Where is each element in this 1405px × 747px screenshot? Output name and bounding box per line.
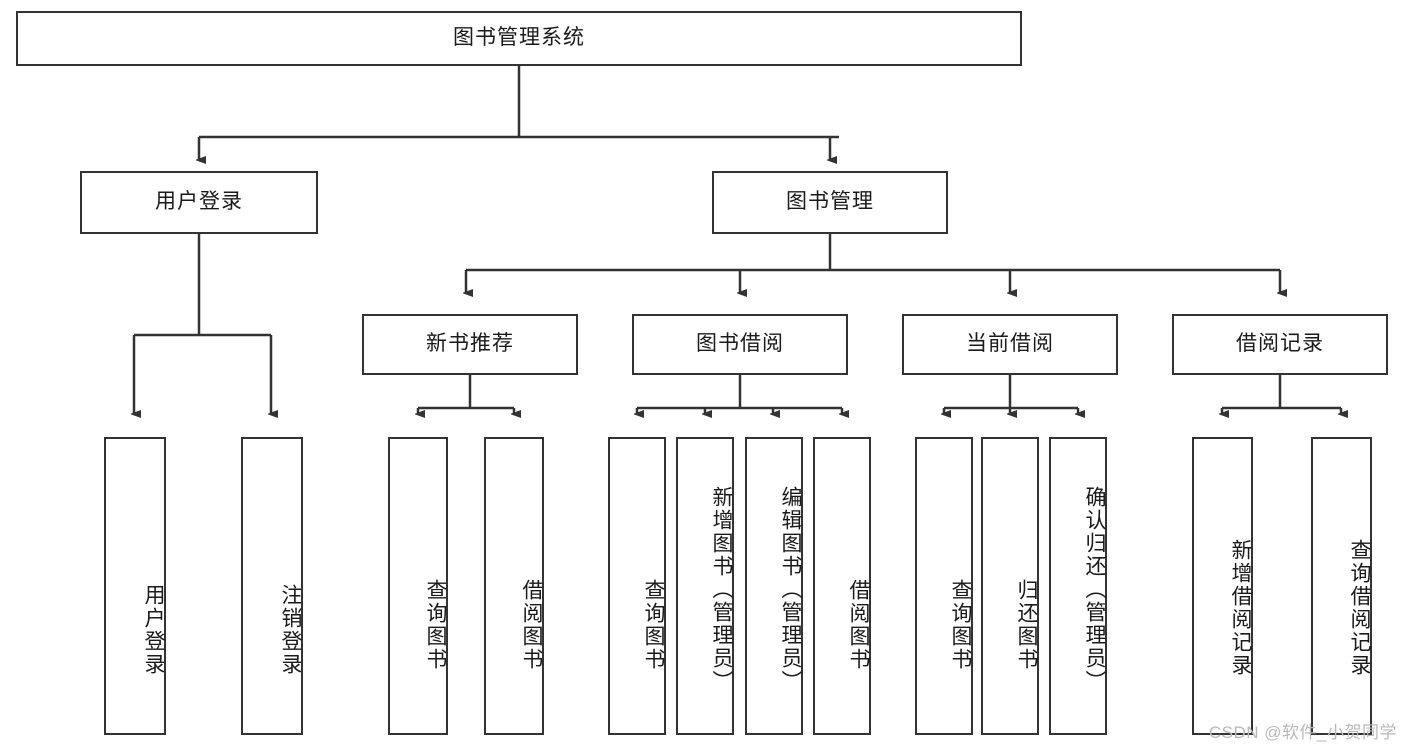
node-leaf-logout[interactable]: 注销登录 bbox=[241, 437, 303, 735]
node-label: 用户登录 bbox=[142, 584, 165, 676]
node-book-borrow[interactable]: 图书借阅 bbox=[632, 314, 848, 375]
node-new-book-recommend[interactable]: 新书推荐 bbox=[362, 314, 578, 375]
node-label: 借阅记录 bbox=[1236, 332, 1324, 356]
node-label: 图书管理 bbox=[786, 190, 874, 214]
node-label: 当前借阅 bbox=[966, 332, 1054, 356]
node-leaf-borrow-book-2[interactable]: 借阅图书 bbox=[813, 437, 871, 735]
node-label: 借阅图书 bbox=[520, 579, 543, 671]
node-label: 新增借阅记录 bbox=[1229, 539, 1252, 677]
node-leaf-query-book-1[interactable]: 查询图书 bbox=[388, 437, 448, 735]
node-label: 新书推荐 bbox=[426, 332, 514, 356]
node-label: 查询借阅记录 bbox=[1348, 539, 1371, 677]
node-leaf-add-book[interactable]: 新增图书（管理员） bbox=[676, 437, 734, 735]
node-leaf-confirm-return[interactable]: 确认归还（管理员） bbox=[1049, 437, 1107, 735]
node-leaf-user-login[interactable]: 用户登录 bbox=[104, 437, 166, 735]
node-label: 图书借阅 bbox=[696, 332, 784, 356]
node-label: 图书管理系统 bbox=[453, 26, 585, 50]
node-leaf-query-book-3[interactable]: 查询图书 bbox=[915, 437, 973, 735]
node-borrow-record[interactable]: 借阅记录 bbox=[1172, 314, 1388, 375]
watermark-text: CSDN @软件_小贺同学 bbox=[1208, 723, 1397, 742]
node-leaf-query-book-2[interactable]: 查询图书 bbox=[608, 437, 666, 735]
node-label: 查询图书 bbox=[949, 579, 972, 671]
node-label: 用户登录 bbox=[155, 190, 243, 214]
node-current-borrow[interactable]: 当前借阅 bbox=[902, 314, 1118, 375]
node-label: 归还图书 bbox=[1015, 579, 1038, 671]
node-book-management-system[interactable]: 图书管理系统 bbox=[16, 11, 1022, 66]
node-label: 查询图书 bbox=[424, 579, 447, 671]
node-label: 查询图书 bbox=[642, 579, 665, 671]
node-leaf-borrow-book-1[interactable]: 借阅图书 bbox=[484, 437, 544, 735]
node-leaf-edit-book[interactable]: 编辑图书（管理员） bbox=[745, 437, 803, 735]
node-label: 新增图书（管理员） bbox=[710, 485, 733, 693]
node-label: 确认归还（管理员） bbox=[1083, 485, 1106, 693]
node-user-login[interactable]: 用户登录 bbox=[80, 171, 318, 234]
node-book-management[interactable]: 图书管理 bbox=[712, 171, 948, 234]
node-leaf-query-record[interactable]: 查询借阅记录 bbox=[1311, 437, 1372, 735]
node-label: 借阅图书 bbox=[847, 579, 870, 671]
node-leaf-add-record[interactable]: 新增借阅记录 bbox=[1192, 437, 1253, 735]
node-label: 编辑图书（管理员） bbox=[779, 485, 802, 693]
node-label: 注销登录 bbox=[279, 584, 302, 676]
node-leaf-return-book[interactable]: 归还图书 bbox=[981, 437, 1039, 735]
